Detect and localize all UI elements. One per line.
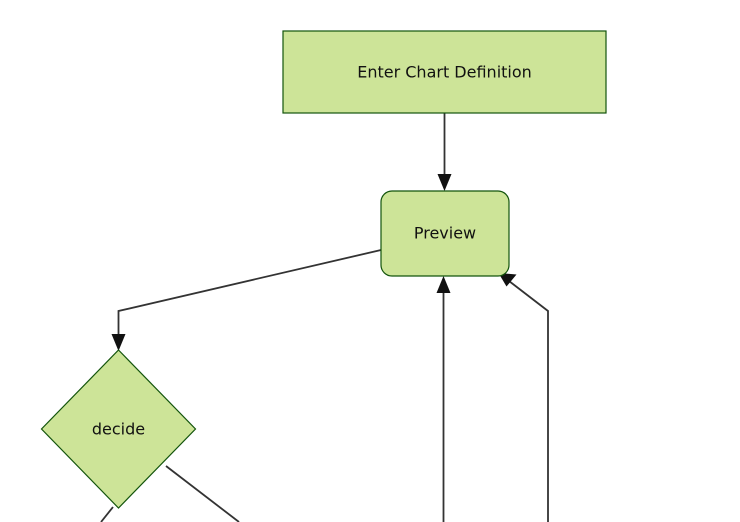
- edge-layer: [100, 113, 549, 522]
- edge-return-center-to-preview-arrowhead: [436, 276, 451, 293]
- edge-decide-out-left-line: [100, 506, 114, 522]
- edge-preview-to-decide-arrowhead: [111, 334, 126, 351]
- node-enter-chart-definition[interactable]: Enter Chart Definition: [282, 30, 607, 114]
- edge-return-right-to-preview-line: [508, 280, 549, 522]
- node-layer: Enter Chart Definition Preview decide: [40, 30, 607, 509]
- edge-enter-to-preview-arrowhead: [437, 174, 452, 191]
- node-preview-shape[interactable]: [380, 190, 510, 277]
- edge-preview-to-decide-line: [117, 249, 382, 337]
- edge-return-right-to-preview-arrowhead: [498, 273, 517, 287]
- node-enter-chart-definition-shape[interactable]: [282, 30, 607, 114]
- node-decide-shape[interactable]: [40, 349, 197, 509]
- node-preview-label: Preview: [414, 224, 476, 243]
- edge-return-center-to-preview: [436, 276, 451, 522]
- edge-enter-to-preview: [437, 113, 452, 191]
- node-decide-label: decide: [92, 420, 145, 439]
- node-preview[interactable]: Preview: [380, 190, 510, 277]
- edge-decide-out-right-line: [165, 465, 240, 522]
- edge-decide-out-right: [165, 465, 240, 522]
- edge-preview-to-decide: [111, 249, 382, 351]
- edge-decide-out-left: [100, 506, 114, 522]
- node-decide[interactable]: decide: [40, 349, 197, 509]
- edge-return-right-to-preview: [498, 273, 549, 522]
- node-enter-chart-definition-label: Enter Chart Definition: [357, 63, 532, 82]
